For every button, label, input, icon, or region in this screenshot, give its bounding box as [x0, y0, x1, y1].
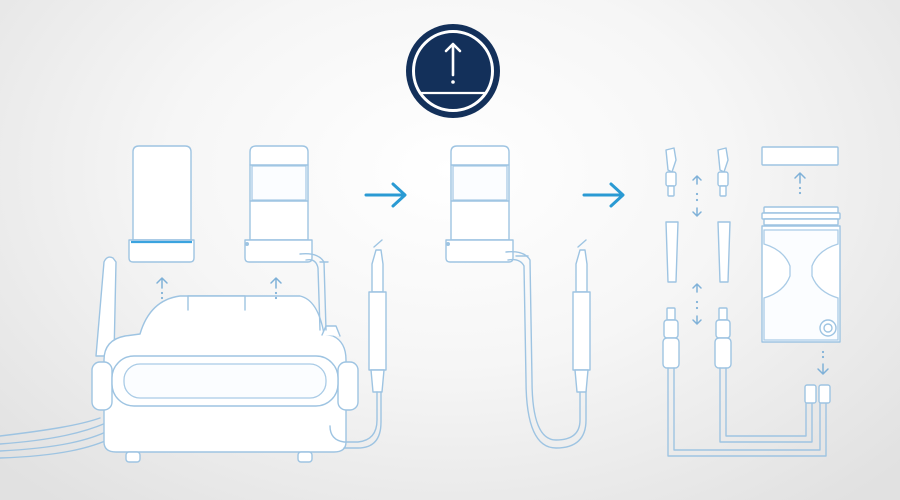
lift-hint-icon — [156, 277, 168, 300]
step-1-disassembled-unit — [0, 145, 387, 463]
sleeve-right — [717, 221, 731, 283]
lower-hint-icon — [817, 350, 829, 375]
hose — [505, 250, 581, 441]
flow-arrow-1 — [364, 182, 407, 208]
tip-left — [665, 147, 677, 197]
water-bottle-right — [244, 145, 313, 263]
fitting — [804, 384, 817, 404]
fitting — [818, 384, 831, 404]
cable — [0, 417, 101, 437]
lift-hint-icon — [270, 277, 282, 300]
water-bottle — [445, 145, 514, 263]
upload-arrow-icon — [406, 24, 500, 118]
connector-left — [662, 307, 680, 369]
step-3-separated-components — [662, 146, 841, 457]
bottle-cap — [761, 146, 839, 166]
separate-hint-icon — [692, 283, 702, 325]
connector-right — [714, 307, 732, 369]
tube-left — [667, 367, 827, 457]
tube-right — [719, 367, 813, 443]
handpiece — [368, 239, 387, 393]
tip-right — [717, 147, 729, 197]
side-clip — [95, 256, 117, 357]
handpiece — [572, 239, 591, 393]
step-2-handpiece-with-bottle — [445, 145, 591, 449]
lift-hint-icon — [794, 172, 806, 195]
flow-arrow-2 — [582, 182, 625, 208]
separate-hint-icon — [692, 175, 702, 217]
sleeve-left — [665, 221, 679, 283]
bottle-reservoir — [761, 206, 841, 343]
water-bottle-left — [128, 145, 195, 263]
